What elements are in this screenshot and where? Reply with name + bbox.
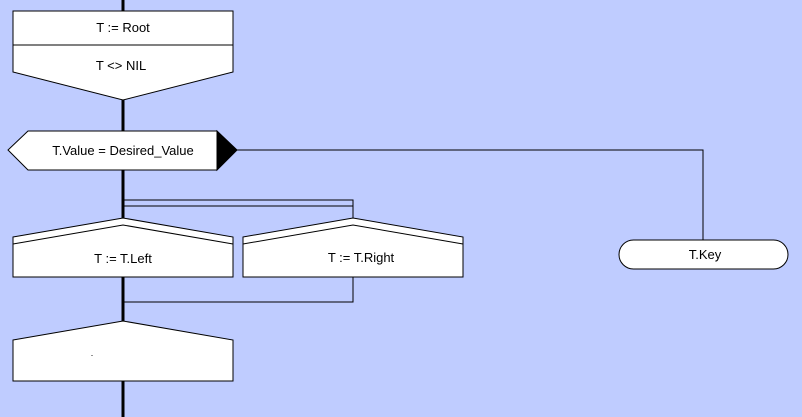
- decision-block[interactable]: T.Value = Desired_Value: [7, 129, 238, 172]
- assign-left-block[interactable]: T := T.Left: [12, 217, 234, 278]
- assign-left-label: T := T.Left: [94, 251, 152, 266]
- branch-merge-line: [123, 277, 354, 303]
- loop-end-block[interactable]: .: [12, 320, 234, 382]
- loop-condition-block[interactable]: T <> NIL: [12, 44, 234, 101]
- assign-right-label: T := T.Right: [328, 250, 395, 265]
- branch-split-outer: [123, 199, 354, 220]
- assign-right-block[interactable]: T := T.Right: [242, 217, 464, 278]
- terminal-key-label: T.Key: [689, 247, 722, 262]
- terminal-key-block[interactable]: T.Key: [618, 239, 789, 270]
- decision-label: T.Value = Desired_Value: [52, 143, 194, 158]
- decision-to-terminal-connector: [237, 149, 704, 240]
- loop-end-label: .: [91, 348, 94, 358]
- decision-true-arrow: [216, 129, 238, 172]
- loop-condition-label: T <> NIL: [96, 58, 146, 73]
- assign-root-block[interactable]: T := Root: [12, 10, 234, 46]
- assign-root-label: T := Root: [96, 20, 150, 35]
